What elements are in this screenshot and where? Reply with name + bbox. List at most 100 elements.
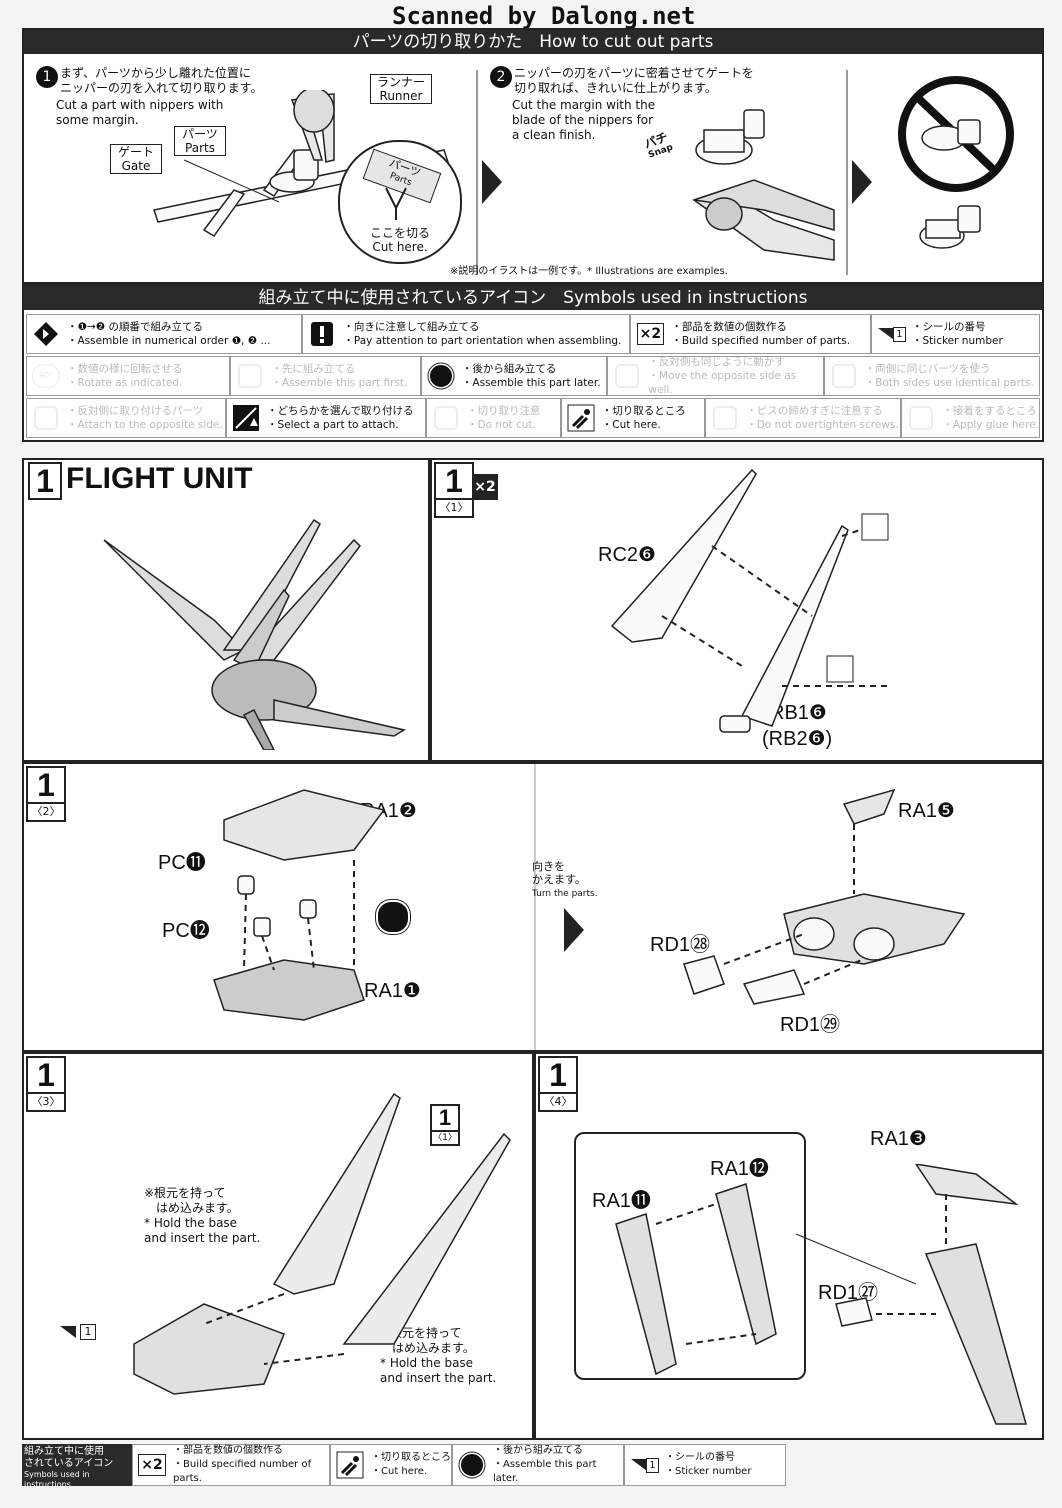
label-rd1-29: RD1㉙ xyxy=(780,1014,841,1036)
symbol-assemble-later: ・後から組み立てる・Assemble this part later. xyxy=(420,356,608,396)
sticker-icon xyxy=(60,1326,76,1338)
hold-note-2-en: * Hold the base and insert the part. xyxy=(380,1356,497,1385)
symbol-text-en: ・Assemble this part later. xyxy=(461,377,601,389)
cut-arrow-1 xyxy=(482,160,502,204)
symbol-text-jp: ・先に組み立てる xyxy=(271,363,356,375)
attach-opposite-icon xyxy=(31,403,61,433)
footer-text-en: ・Cut here. xyxy=(371,1466,428,1477)
exclamation-icon xyxy=(307,319,337,349)
symbols-section: 組み立て中に使用されているアイコン Symbols used in instru… xyxy=(22,284,1044,442)
symbol-text-en: ・Both sides use identical parts. xyxy=(864,377,1034,389)
step-number: 1 xyxy=(28,462,62,500)
numerical-order-icon xyxy=(31,319,61,349)
cut-section: パーツの切り取りかた How to cut out parts 1 まず、パーツ… xyxy=(22,28,1044,284)
cut-here-icon xyxy=(566,403,596,433)
assemble-later-icon xyxy=(376,900,410,934)
times-two-icon: ×2 xyxy=(137,1450,167,1480)
footer-symbol-times-two: ×2 ・部品を数値の個数作る・Build specified number of … xyxy=(132,1444,330,1486)
footer-text-en: ・Build specified number of parts. xyxy=(173,1459,312,1484)
label-ra1-3: RA1❸ xyxy=(870,1128,927,1150)
symbol-text-jp: ・接着をするところ xyxy=(942,405,1037,417)
symbol-text-jp: ・部品を数値の個数作る xyxy=(671,321,787,333)
symbol-text-en: ・Move the opposite side as well. xyxy=(648,370,797,396)
turn-arrow xyxy=(564,908,584,952)
step-title: FLIGHT UNIT xyxy=(66,462,253,495)
footer-text-en: ・Assemble this part later. xyxy=(493,1459,597,1484)
cut-step1-jp: まず、パーツから少し離れた位置に ニッパーの刃を入れて切り取ります。 xyxy=(60,66,263,95)
times-two-icon: ×2 xyxy=(472,474,498,500)
symbol-text-jp: ・切り取り注意 xyxy=(467,405,541,417)
symbol-move-opposite: ・反対側も同じように動かす・Move the opposite side as … xyxy=(607,356,824,396)
symbol-text-jp: ・向きに注意して組み立てる xyxy=(343,321,480,333)
flight-unit-overview: 1 FLIGHT UNIT xyxy=(22,458,430,762)
substep-1-badge: 1 〈1〉 xyxy=(434,462,474,518)
label-ra1-1: RA1❶ xyxy=(364,980,421,1002)
step-1-1: 1 〈1〉 ×2 RC2❻ RB1❻ (RB2❻) xyxy=(430,458,1044,762)
symbol-text-jp: ・反対側に取り付けるパーツ xyxy=(67,405,204,417)
footer-symbol-assemble-later: ・後から組み立てる・Assemble this part later. xyxy=(452,1444,624,1486)
step-1-4-drawing xyxy=(615,1164,1027,1425)
cut-here-icon xyxy=(335,1450,365,1480)
symbol-text-jp: ・どちらかを選んで取り付ける xyxy=(267,405,414,417)
symbol-attach-opposite: ・反対側に取り付けるパーツ・Attach to the opposite sid… xyxy=(26,398,227,438)
symbol-text-jp: ・ビスの締めすぎに注意する xyxy=(746,405,883,417)
symbol-text-en: ・Sticker number xyxy=(912,335,1003,347)
hold-note-1-jp: ※根元を持って はめ込みます。 xyxy=(144,1186,239,1215)
symbol-text-jp: ・❶→❷ の順番で組み立てる xyxy=(67,321,203,333)
substep-2-badge: 1 〈2〉 xyxy=(26,766,66,822)
symbol-rotate: 90°・数値の様に回転させる・Rotate as indicated. xyxy=(26,356,231,396)
footer-text-jp: ・部品を数値の個数作る xyxy=(173,1445,283,1456)
illustration-note: ※説明のイラストは一例です。* Illustrations are exampl… xyxy=(450,266,728,277)
symbol-select-part: ・どちらかを選んで取り付ける・Select a part to attach. xyxy=(226,398,427,438)
symbol-text-jp: ・反対側も同じように動かす xyxy=(648,356,785,368)
symbol-text-en: ・Attach to the opposite side. xyxy=(67,419,223,431)
label-ra1-11: RA1⓫ xyxy=(592,1190,651,1212)
label-rb2-6: (RB2❻) xyxy=(762,728,833,750)
symbol-cut-here: ・切り取るところ・Cut here. xyxy=(560,398,706,438)
symbol-sticker: 1・シールの番号・Sticker number xyxy=(871,314,1040,354)
assemble-later-icon xyxy=(457,1450,487,1480)
cut-arrow-2 xyxy=(852,160,872,204)
symbol-text-en: ・Apply glue here. xyxy=(942,419,1039,431)
flight-unit-image xyxy=(103,518,406,750)
step-1-3-drawing xyxy=(133,1092,511,1395)
symbol-text-jp: ・後から組み立てる xyxy=(461,363,557,375)
symbol-times-two: ×2 ・部品を数値の個数作る・Build specified number of … xyxy=(630,314,871,354)
turn-parts-jp: 向きを かえます。 xyxy=(532,860,586,886)
do-not-cut-icon xyxy=(431,403,461,433)
symbol-screw: ・ビスの締めすぎに注意する・Do not overtighten screws. xyxy=(705,398,902,438)
symbol-text-en: ・Rotate as indicated. xyxy=(67,377,183,389)
symbol-do-not-cut: ・切り取り注意・Do not cut. xyxy=(426,398,561,438)
step-1-2: 1 〈2〉 RA1❷ PC⓫ PC⓬ RA1❶ 向きを かえます。 Turn t… xyxy=(22,762,1044,1052)
screw-icon xyxy=(710,403,740,433)
scissors-icon xyxy=(385,187,407,220)
label-rb1-6: RB1❻ xyxy=(770,702,827,724)
step-1-3: 1 〈3〉 1 〈1〉 ※根元を持って はめ込みます。 * Hold the b… xyxy=(22,1052,534,1440)
cut-step2-en: Cut the margin with the blade of the nip… xyxy=(512,98,656,142)
symbol-both-sides: ・両側に同じパーツを使う・Both sides use identical pa… xyxy=(823,356,1041,396)
hold-note-1-en: * Hold the base and insert the part. xyxy=(144,1216,261,1245)
symbol-text-jp: ・切り取るところ xyxy=(601,405,686,417)
symbol-text-jp: ・両側に同じパーツを使う xyxy=(864,363,991,375)
cut-step2-jp: ニッパーの刃をパーツに密着させてゲートを 切り取れば、きれいに仕上がります。 xyxy=(514,66,754,95)
footer-symbol-sticker: 1・シールの番号・Sticker number xyxy=(624,1444,786,1486)
label-pc-11: PC⓫ xyxy=(158,852,206,874)
sticker-icon: 1 xyxy=(876,319,906,349)
symbol-text-en: ・Do not cut. xyxy=(467,419,536,431)
symbol-text-en: ・Assemble in numerical order ❶, ❷ ... xyxy=(67,335,271,347)
footer-text-jp: ・後から組み立てる xyxy=(493,1445,583,1456)
times-two-icon: ×2 xyxy=(635,319,665,349)
symbol-text-en: ・Build specified number of parts. xyxy=(671,335,851,347)
label-ra1-12: RA1⓬ xyxy=(710,1158,769,1180)
label-pc-12: PC⓬ xyxy=(162,920,210,942)
glue-icon xyxy=(906,403,936,433)
watermark: Scanned by Dalong.net xyxy=(392,2,696,30)
step-1-1-drawing xyxy=(610,468,892,733)
rotate-icon: 90° xyxy=(31,361,61,391)
footer-text-jp: ・切り取るところ xyxy=(371,1452,451,1463)
symbol-row: ・❶→❷ の順番で組み立てる・Assemble in numerical ord… xyxy=(26,314,1040,354)
footer-text-jp: ・シールの番号 xyxy=(665,1452,735,1463)
